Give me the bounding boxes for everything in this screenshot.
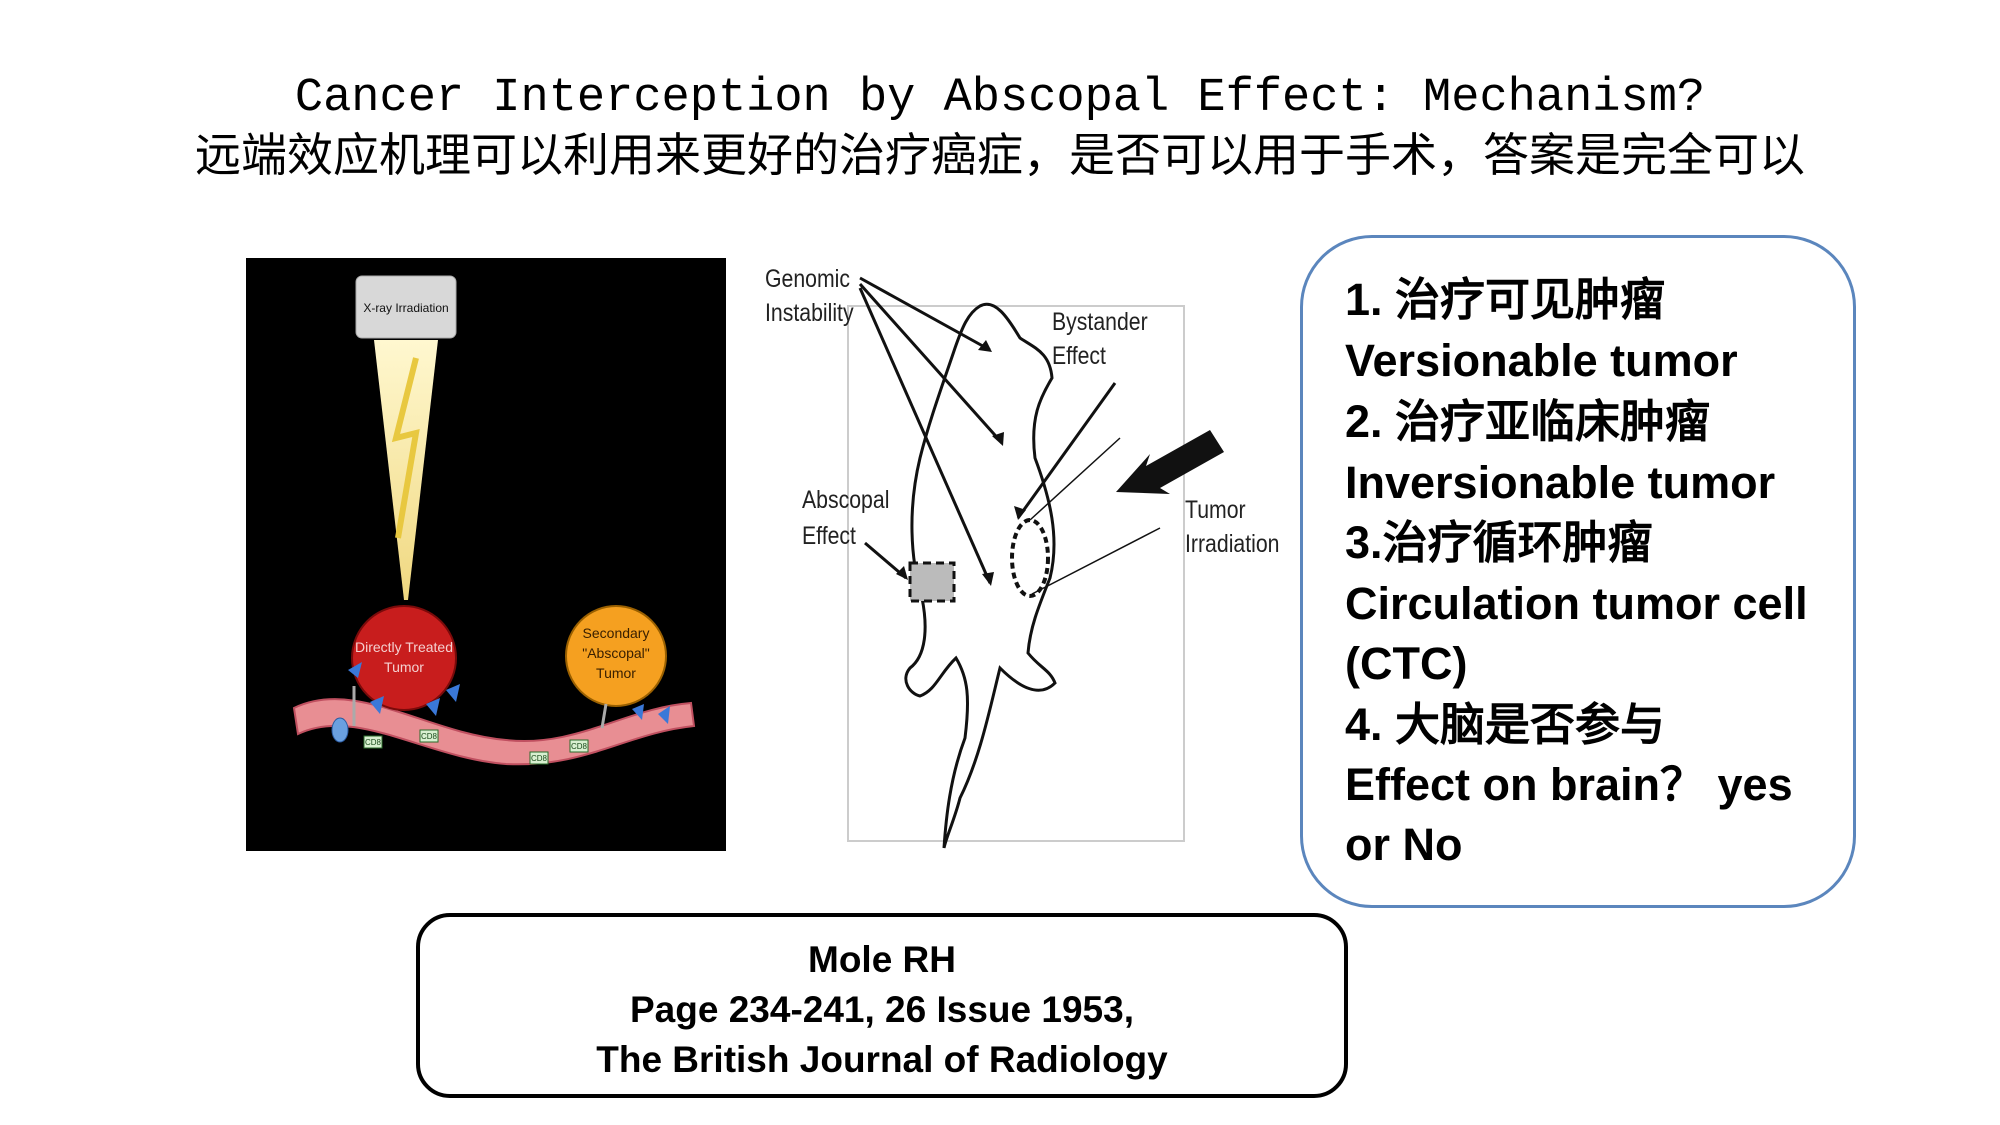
abscopal-arrow [864, 541, 907, 580]
irradiation-line [1031, 527, 1161, 595]
genomic-arrows [858, 276, 1004, 584]
abscopal-label-1: Abscopal [802, 486, 890, 514]
cd8-label: CD8 [571, 742, 588, 751]
genomic-label-2: Instability [765, 299, 854, 327]
reference-author: Mole RH [808, 939, 956, 980]
xray-beam [374, 340, 438, 600]
genomic-label-1: Genomic [765, 265, 851, 293]
treated-label-1: Directly Treated [355, 639, 453, 655]
big-irradiation-arrow [1116, 430, 1224, 494]
mouse-diagram: Genomic Instability Bystander Effect Abs… [760, 258, 1287, 851]
treated-label-2: Tumor [384, 659, 424, 675]
list-item: (CTC) [1345, 638, 1468, 689]
mouse-frame [847, 305, 1185, 842]
list-item: 4. 大脑是否参与 [1345, 699, 1666, 750]
slide-title-chinese: 远端效应机理可以利用来更好的治疗癌症，是否可以用于手术，答案是完全可以 [195, 128, 1805, 182]
cd8-label: CD8 [421, 732, 438, 741]
reference-journal: The British Journal of Radiology [596, 1039, 1168, 1080]
abscopal-label-2: Effect [802, 522, 856, 550]
abscopal-illustration-svg: X-ray Irradiation CD8 CD8 CD8 CD8 Direct… [292, 275, 696, 766]
xray-label: X-ray Irradiation [363, 301, 448, 315]
list-item: Inversionable tumor [1345, 457, 1776, 508]
bystander-label-1: Bystander [1052, 308, 1148, 336]
abscopal-tumor-marker [908, 561, 956, 603]
list-item: Circulation tumor cell [1345, 578, 1808, 629]
irradiation-line [1029, 437, 1121, 521]
cd8-label: CD8 [531, 754, 548, 763]
list-item: 1. 治疗可见肿瘤 [1345, 274, 1666, 325]
tumor-irr-label-1: Tumor [1185, 496, 1246, 524]
lightning-icon [391, 357, 420, 539]
list-item: or No [1345, 819, 1463, 870]
xray-machine-box [355, 275, 457, 339]
secondary-label-3: Tumor [596, 665, 636, 681]
cd8-label: CD8 [365, 738, 382, 747]
secondary-label-1: Secondary [583, 625, 650, 641]
list-item: Effect on brain？ yes [1345, 759, 1793, 810]
list-item: Versionable tumor [1345, 335, 1738, 386]
secondary-label-2: "Abscopal" [582, 645, 650, 661]
cd8-cells: CD8 CD8 CD8 CD8 [363, 729, 589, 765]
reference-pages: Page 234-241, 26 Issue 1953, [630, 989, 1134, 1030]
secondary-abscopal-tumor [565, 605, 667, 707]
mouse-diagram-svg [847, 276, 1224, 849]
list-item: 2. 治疗亚临床肿瘤 [1345, 396, 1711, 447]
bystander-label-2: Effect [1052, 342, 1106, 370]
slide-title-english: Cancer Interception by Abscopal Effect: … [294, 72, 1706, 125]
list-item: 3.治疗循环肿瘤 [1345, 517, 1653, 568]
abscopal-illustration: X-ray Irradiation CD8 CD8 CD8 CD8 Direct… [246, 258, 726, 851]
directly-treated-tumor [351, 605, 457, 711]
treatment-list-box: 1. 治疗可见肿瘤 Versionable tumor 2. 治疗亚临床肿瘤 I… [1300, 235, 1856, 908]
bystander-arrow [1016, 382, 1117, 519]
tumor-irr-label-2: Irradiation [1185, 530, 1280, 558]
t-cell-icon [331, 717, 349, 743]
blood-vessel [292, 698, 696, 766]
arrow [600, 703, 608, 729]
reference-box: Mole RH Page 234-241, 26 Issue 1953, The… [416, 913, 1348, 1098]
